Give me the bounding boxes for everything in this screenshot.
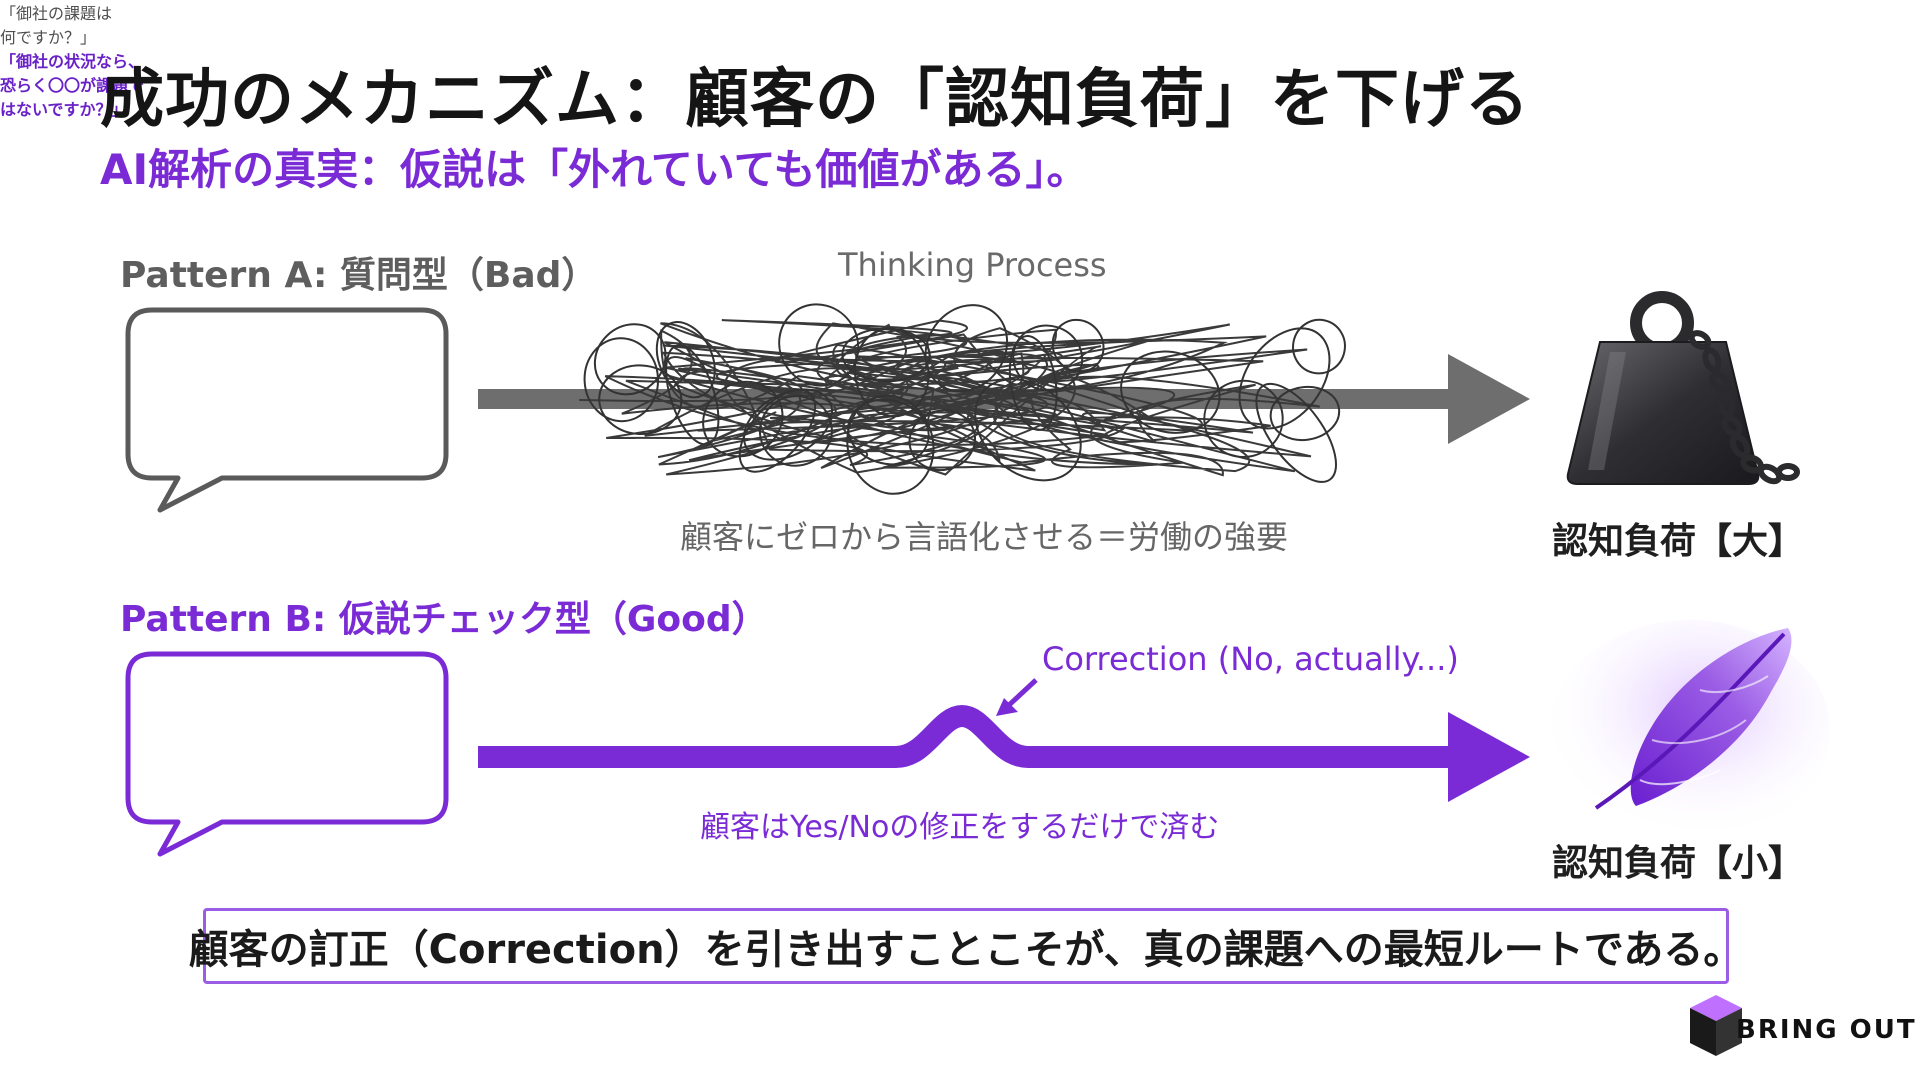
- tangle-loop: [974, 378, 1082, 482]
- tangle-loop: [1051, 318, 1105, 373]
- pattern-a-question: 「御社の課題は 何ですか？」: [0, 0, 270, 48]
- tangle-loop: [583, 337, 660, 423]
- tangle-loop: [758, 395, 833, 467]
- tangle-loop: [702, 380, 784, 458]
- tangle-loop: [841, 327, 931, 383]
- tangle-loop: [655, 321, 716, 399]
- pattern-b-question-line3: はないですか？」: [0, 100, 128, 119]
- pattern-a-result: 認知負荷【大】: [1552, 521, 1805, 562]
- tangle-loop: [1238, 327, 1331, 430]
- conclusion-box: 顧客の訂正（Correction）を引き出すことこそが、真の課題への最短ルートで…: [189, 908, 1743, 984]
- page-title: 成功のメカニズム：顧客の「認知負荷」を下げる: [100, 63, 1530, 137]
- tangle-loop: [1120, 350, 1221, 434]
- tangle-loop: [847, 398, 930, 466]
- tangle-loop: [742, 388, 834, 461]
- tangle-loop: [738, 388, 817, 473]
- brand-name: BRING OUT: [1736, 1015, 1917, 1045]
- tangle-loop: [665, 344, 720, 446]
- pattern-a-caption: 顧客にゼロから言語化させる＝労働の強要: [680, 518, 1289, 556]
- tangle-loop: [1203, 379, 1284, 459]
- tangle-loop: [1012, 324, 1084, 392]
- tangle-loop: [1255, 382, 1338, 483]
- pattern-b-caption: 顧客はYes/Noの修正をするだけで済む: [700, 810, 1220, 845]
- pattern-a-question-line2: 何ですか？」: [0, 28, 97, 47]
- tangle-loop: [846, 394, 935, 495]
- tangle-loop: [778, 303, 860, 387]
- pattern-a-question-line1: 「御社の課題は: [0, 4, 113, 23]
- tangle-loop: [853, 327, 930, 418]
- pattern-b-question: 「御社の状況なら、 恐らく〇〇が課題で はないですか？」: [0, 48, 310, 120]
- tangle-loop: [1269, 385, 1341, 442]
- pattern-b-label: Pattern B: 仮説チェック型（Good）: [120, 599, 768, 640]
- pattern-a-label: Pattern A: 質問型（Bad）: [120, 255, 598, 296]
- tangle-loop: [908, 409, 976, 472]
- conclusion-text: 顧客の訂正（Correction）を引き出すことこそが、真の課題への最短ルートで…: [188, 927, 1744, 973]
- tangle-loop: [924, 304, 1009, 393]
- correction-label: Correction (No, actually...): [1042, 640, 1459, 678]
- tangle-loop: [593, 323, 667, 396]
- thinking-process-label: Thinking Process: [838, 246, 1107, 284]
- tangle-loop: [598, 364, 683, 436]
- pattern-b-question-line2: 恐らく〇〇が課題で: [0, 76, 145, 95]
- pattern-b-result: 認知負荷【小】: [1552, 843, 1805, 884]
- pattern-b-question-line1: 「御社の状況なら、: [0, 52, 145, 71]
- tangle-stroke: [579, 319, 1320, 477]
- tangle-loop: [1292, 318, 1346, 375]
- page-subtitle: AI解析の真実：仮説は「外れていても価値がある」。: [100, 145, 1089, 194]
- tangle-loop: [1008, 335, 1058, 431]
